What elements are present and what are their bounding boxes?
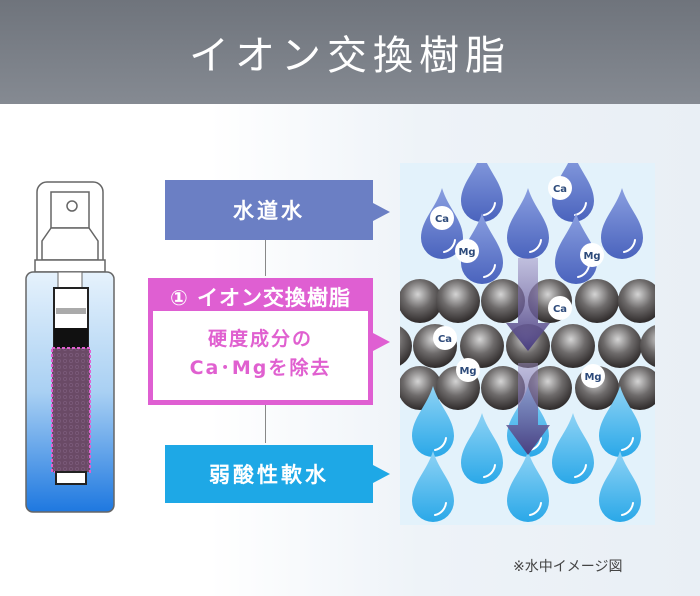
resin-desc-line1: 硬度成分の	[207, 328, 313, 350]
drop-highlight	[623, 239, 636, 253]
flow-down-arrow-icon	[506, 258, 550, 351]
water-drop-icon	[461, 213, 503, 285]
drop-highlight	[483, 264, 496, 278]
ion-badge	[581, 364, 605, 388]
drop-highlight	[621, 502, 634, 516]
ion-exchange-resin-box: ① イオン交換樹脂 硬度成分の Ca･Mgを除去	[148, 278, 373, 405]
tap-water-label: 水道水	[233, 199, 305, 223]
ion-badge	[433, 326, 457, 350]
resin-title: ① イオン交換樹脂	[169, 286, 352, 310]
image-note: ※水中イメージ図	[513, 559, 623, 575]
ion-label: Ca	[553, 304, 567, 315]
resin-description: 硬度成分の Ca･Mgを除去	[153, 311, 368, 400]
pointer-arrow-icon	[373, 203, 390, 221]
ion-label: Ca	[553, 184, 567, 195]
ion-label: Mg	[459, 366, 476, 377]
resin-bead-icon	[575, 279, 619, 323]
ion-label: Ca	[438, 334, 452, 345]
water-drop-icon	[507, 451, 549, 522]
water-drop-icon	[599, 386, 641, 457]
pointer-arrow-icon	[373, 465, 390, 483]
resin-bead-icon	[528, 366, 572, 410]
drop-highlight	[574, 464, 587, 478]
header-banner: イオン交換樹脂	[0, 0, 700, 104]
resin-bead-icon	[460, 324, 504, 368]
water-drop-icon	[599, 451, 641, 522]
ion-label: Ca	[435, 214, 449, 225]
water-drop-icon	[555, 213, 597, 284]
ion-badge	[580, 243, 604, 267]
drop-highlight	[529, 502, 542, 516]
resin-bead-icon	[400, 326, 412, 366]
drop-highlight	[621, 437, 634, 451]
water-drop-icon	[412, 386, 454, 457]
water-drop-icon	[552, 413, 594, 484]
tap-water-box: 水道水	[165, 180, 373, 240]
ion-label: Mg	[458, 247, 475, 258]
ion-label: Mg	[584, 372, 601, 383]
spray-bottle-illustration	[25, 181, 115, 513]
soft-water-box: 弱酸性軟水	[165, 445, 373, 503]
ion-label: Mg	[583, 251, 600, 262]
water-drop-icon	[461, 163, 503, 222]
resin-desc-line2: Ca･Mgを除去	[189, 357, 332, 379]
resin-bead-icon	[481, 279, 525, 323]
resin-bead-icon	[618, 279, 655, 323]
flow-down-arrow-icon	[506, 363, 550, 455]
resin-bead-icon	[551, 324, 595, 368]
resin-bead-icon	[400, 279, 442, 323]
resin-bead-icon	[436, 279, 480, 323]
ion-badge	[455, 239, 479, 263]
soft-water-label: 弱酸性軟水	[209, 463, 329, 487]
water-drop-icon	[461, 413, 503, 485]
drop-highlight	[483, 464, 496, 478]
water-drop-icon	[601, 188, 643, 259]
resin-bead-icon	[598, 324, 642, 368]
ion-badge	[430, 206, 454, 230]
flow-connector	[265, 240, 266, 276]
pointer-arrow-icon	[373, 333, 390, 351]
drop-highlight	[483, 202, 496, 216]
resin-bead-icon	[640, 325, 655, 367]
page-title: イオン交換樹脂	[189, 33, 511, 79]
ion-badge	[456, 358, 480, 382]
drop-highlight	[434, 502, 447, 516]
ion-badge	[548, 296, 572, 320]
resin-bead-icon	[481, 366, 525, 410]
drop-highlight	[529, 239, 542, 253]
water-drop-icon	[507, 188, 549, 259]
water-drop-icon	[412, 451, 454, 522]
drop-highlight	[443, 239, 456, 253]
ion-badge	[548, 176, 572, 200]
flow-connector	[265, 405, 266, 443]
resin-bead-icon	[618, 366, 655, 410]
drop-highlight	[434, 437, 447, 451]
